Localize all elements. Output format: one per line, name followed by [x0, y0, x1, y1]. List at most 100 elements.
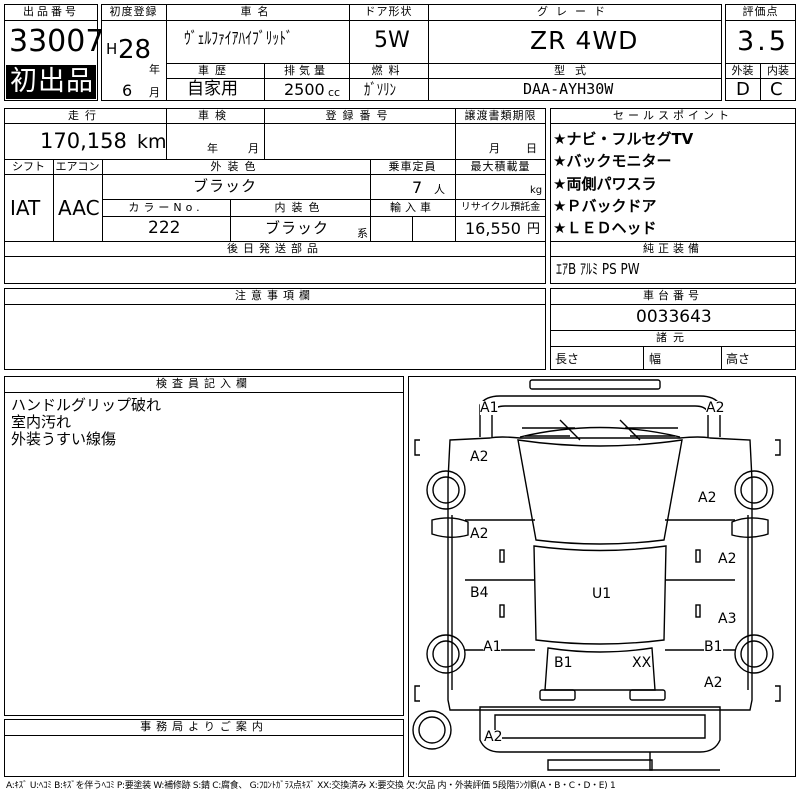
first-listing-badge	[6, 65, 96, 99]
inspection-label: 車検	[198, 109, 232, 122]
car-diagram	[412, 379, 781, 771]
car-name: ｳﾞｪﾙﾌｧｲｱﾊｲﾌﾞﾘｯﾄﾞ	[184, 29, 293, 49]
score-label: 評価点	[742, 5, 779, 18]
damage-code: A2	[706, 400, 725, 416]
chassis-label: 車台番号	[643, 289, 703, 302]
later-parts-label: 後日発送部品	[227, 242, 323, 255]
damage-code: B4	[470, 585, 489, 601]
ext-color: ブラック	[193, 177, 258, 195]
notes-box	[4, 288, 546, 370]
sales-point-5: ★ＬＥＤヘッド	[553, 219, 657, 237]
ext-color-label: 外装色	[210, 160, 262, 173]
import-label: 輸入車	[390, 201, 435, 214]
equipment: ｴｱB ｱﾙﾐ PS PW	[556, 260, 640, 278]
inspection-month-unit: 月	[248, 142, 259, 155]
damage-code: U1	[592, 586, 612, 602]
car-diagram-box	[408, 376, 796, 777]
int-color-label: 内装色	[274, 201, 326, 214]
reg-year: 28	[118, 35, 152, 65]
recycle-fee: 16,550	[465, 219, 521, 238]
first-reg-label: 初度登録	[109, 5, 158, 18]
office-box	[4, 719, 404, 777]
length-label: 長さ	[555, 352, 580, 366]
damage-code: XX	[632, 655, 652, 671]
displacement-unit: cc	[328, 86, 341, 99]
history-label: 車歴	[198, 64, 232, 77]
sales-point-3: ★両側パワスラ	[553, 175, 657, 193]
displacement: 2500	[284, 80, 325, 99]
capacity-unit: 人	[434, 183, 445, 196]
max-load-unit: kg	[530, 185, 543, 196]
sales-points-label: セールスポイント	[613, 109, 733, 122]
lot-number: 33007	[9, 24, 105, 59]
reg-month: 6	[122, 81, 133, 100]
damage-code: A2	[470, 526, 489, 542]
inspector-note-3: 外装うすい線傷	[11, 430, 117, 448]
damage-code: A2	[698, 490, 717, 506]
inspector-note-1: ハンドルグリップ破れ	[11, 396, 162, 414]
sales-point-1: ★ナビ・フルセグTV	[553, 130, 694, 148]
damage-code: A1	[480, 400, 499, 416]
inspector-note-2: 室内汚れ	[11, 413, 72, 431]
color-number: 222	[148, 218, 181, 238]
damage-code: A2	[470, 449, 489, 465]
int-color-unit: 系	[357, 227, 368, 240]
air-conditioner: AAC	[58, 196, 100, 220]
damage-code: A2	[718, 551, 737, 567]
color-no-label: カラーNo.	[128, 201, 204, 214]
interior-label: 内装	[767, 64, 789, 77]
exterior-grade: D	[736, 79, 750, 100]
max-load-label: 最大積載量	[470, 160, 531, 173]
specs-box	[4, 108, 546, 284]
sales-point-2: ★バックモニター	[553, 152, 672, 170]
damage-code: B1	[704, 639, 723, 655]
inspection-year-unit: 年	[207, 142, 218, 155]
legend: A:ｷｽﾞ U:ﾍｺﾐ B:ｷｽﾞを伴うﾍｺﾐ P:要塗装 W:補修跡 S:錆 …	[6, 781, 616, 791]
mileage-label: 走行	[68, 109, 102, 122]
capacity-label: 乗車定員	[388, 160, 437, 173]
recycle-unit: 円	[527, 222, 541, 237]
equipment-label: 純正装備	[643, 242, 703, 255]
fuel-label: 燃料	[371, 64, 406, 77]
ac-label: エアコン	[55, 160, 100, 173]
grade-label: グレード	[537, 5, 613, 18]
month-unit: 月	[149, 86, 160, 99]
transfer-doc-label: 譲渡書類期限	[464, 109, 537, 122]
inspector-label: 検査員記入欄	[156, 377, 252, 390]
model-label: 型式	[554, 64, 596, 77]
width-label: 幅	[649, 352, 662, 366]
lot-box	[4, 4, 98, 101]
damage-code: A2	[484, 729, 503, 745]
notes-label: 注意事項欄	[235, 289, 315, 302]
inspector-box	[4, 376, 404, 716]
history: 自家用	[187, 79, 238, 99]
recycle-label: リサイクル預託金	[460, 202, 541, 213]
mileage-unit: km	[137, 131, 167, 153]
sales-point-4: ★Ｐバックドア	[553, 197, 657, 215]
score-value: 3.5	[737, 26, 789, 57]
damage-code: A2	[704, 675, 723, 691]
damage-code: B1	[554, 655, 573, 671]
fuel: ｶﾞｿﾘﾝ	[364, 80, 397, 99]
displacement-label: 排気量	[284, 64, 329, 77]
door-label: ドア形状	[364, 5, 413, 18]
damage-code: A3	[718, 611, 737, 627]
shift: IAT	[10, 196, 41, 220]
chassis-number: 0033643	[636, 307, 712, 327]
year-unit: 年	[149, 63, 160, 76]
model-code: DAA-AYH30W	[523, 80, 614, 98]
height-label: 高さ	[726, 352, 751, 366]
mileage: 170,158	[40, 129, 127, 153]
transfer-day-unit: 日	[526, 142, 537, 155]
sales-points-box	[550, 108, 796, 284]
shift-label: シフト	[12, 160, 45, 173]
grade: ZR 4WD	[530, 26, 639, 55]
interior-grade: C	[770, 79, 783, 100]
capacity: 7	[412, 178, 423, 197]
era: H	[106, 40, 118, 58]
chassis-box	[550, 288, 796, 370]
office-label: 事務局よりご案内	[140, 720, 268, 733]
first-listing-text: 初出品	[10, 66, 94, 97]
damage-code: A1	[483, 639, 502, 655]
reg-number-label: 登録番号	[325, 109, 394, 122]
